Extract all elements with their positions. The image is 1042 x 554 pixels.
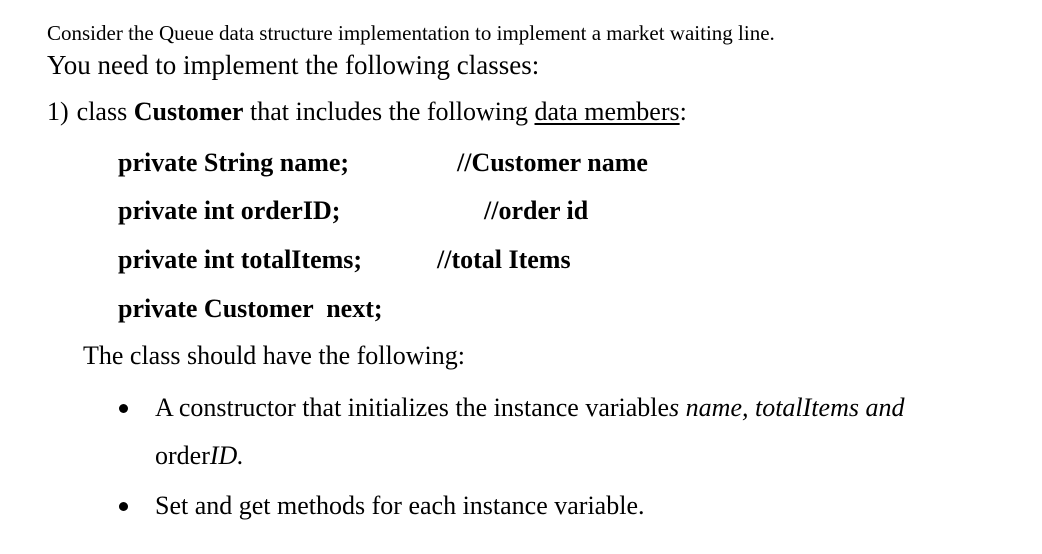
should-have-text: The class should have the following:	[83, 341, 465, 370]
item-number: 1)	[47, 97, 69, 126]
bullet-1-line-2: orderID.	[155, 443, 244, 469]
member-code-orderid: private int orderID;	[118, 196, 341, 225]
item-middle: that includes the following	[243, 97, 535, 126]
heading-text: You need to implement the following clas…	[47, 50, 540, 80]
bullet-dot-icon	[119, 502, 128, 511]
member-code-next: private Customer next;	[118, 294, 383, 323]
member-comment-totalitems: //total Items	[437, 245, 571, 274]
member-comment-name: //Customer name	[457, 148, 648, 177]
member-code-name: private String name;	[118, 148, 350, 177]
bullet-1-line-2-text: order	[155, 441, 210, 470]
class-name: Customer	[133, 97, 244, 126]
bullet-1-line-1: A constructor that initializes the insta…	[155, 395, 904, 421]
bullet-1-italic: s name, totalItems and	[669, 393, 905, 422]
bullet-1-line-2-italic: ID.	[209, 441, 244, 470]
item-prefix: class	[76, 97, 134, 126]
member-code-totalitems: private int totalItems;	[118, 245, 363, 274]
intro-text: Consider the Queue data structure implem…	[47, 21, 775, 45]
item-suffix: :	[679, 97, 687, 126]
numbered-item-1: 1)class Customer that includes the follo…	[47, 99, 687, 125]
underlined-term: data members	[534, 97, 680, 126]
bullet-2-text: Set and get methods for each instance va…	[155, 491, 645, 520]
member-comment-orderid: //order id	[484, 196, 589, 225]
bullet-1-text: A constructor that initializes the insta…	[155, 393, 670, 422]
bullet-dot-icon	[119, 404, 128, 413]
